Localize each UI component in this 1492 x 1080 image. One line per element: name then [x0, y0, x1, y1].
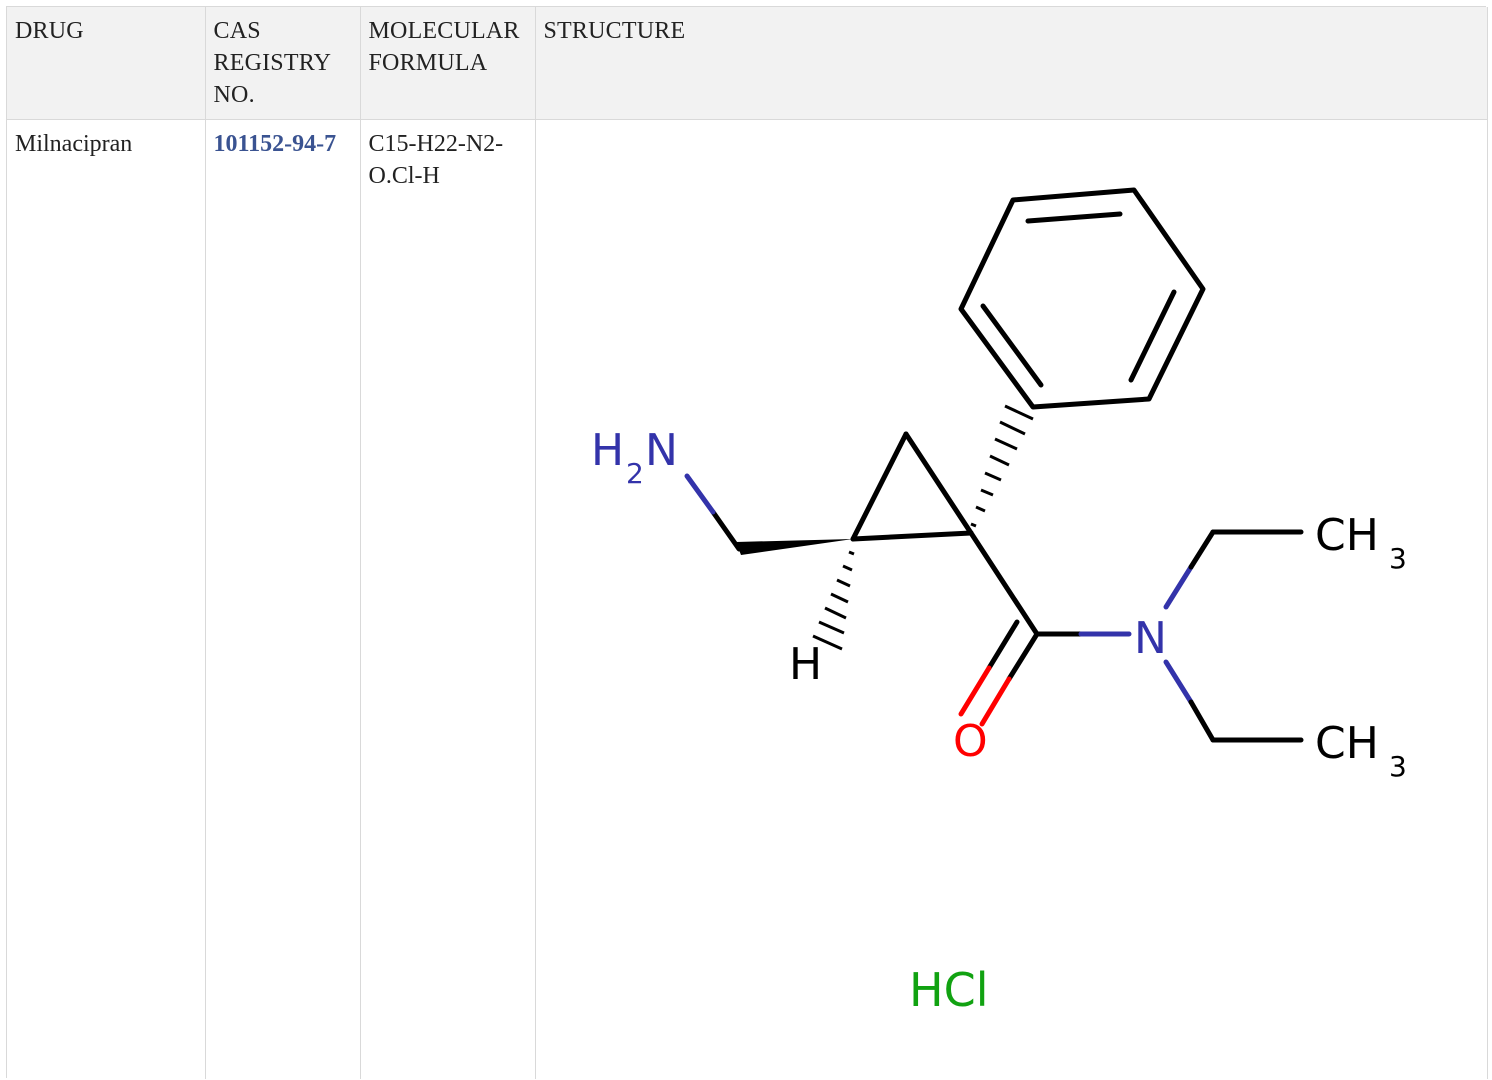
header-cas-registry-no: CAS REGISTRY NO. — [205, 7, 361, 120]
label-stereo-h: H — [789, 639, 822, 690]
formula-cell: C15-H22-N2-O.Cl-H — [360, 119, 536, 1079]
table-row: Milnacipran 101152-94-7 C15-H22-N2-O.Cl-… — [7, 119, 1488, 1079]
bond-n-ethyl-bottom-black — [1188, 699, 1215, 742]
molecular-formula: C15-H22-N2-O.Cl-H — [368, 130, 504, 189]
drug-name-cell: Milnacipran — [7, 119, 206, 1079]
hashed-wedge-phenyl — [969, 404, 1034, 527]
label-amine-n: N — [645, 425, 678, 476]
header-structure: STRUCTURE — [535, 7, 1488, 120]
bond-ch2-nh2-black — [710, 509, 741, 551]
drug-table: DRUG CAS REGISTRY NO. MOLECULAR FORMULA … — [7, 7, 1488, 1079]
label-salt-hcl: HCl — [909, 963, 989, 1017]
header-drug: DRUG — [7, 7, 206, 120]
label-methyl-bottom-sub: 3 — [1389, 750, 1407, 783]
structure-image: H 2 N H N O CH 3 CH 3 HCl — [591, 187, 1407, 1017]
phenyl-ring — [958, 187, 1205, 409]
table-header-row: DRUG CAS REGISTRY NO. MOLECULAR FORMULA … — [7, 7, 1488, 120]
cas-cell: 101152-94-7 — [205, 119, 361, 1079]
label-amine-sub: 2 — [626, 457, 644, 490]
label-amine-h: H — [591, 425, 624, 476]
bond-ch2-nh2-blue — [684, 473, 715, 514]
label-methyl-top: CH — [1315, 510, 1379, 561]
cas-number-link[interactable]: 101152-94-7 — [213, 130, 337, 157]
drug-table-container: DRUG CAS REGISTRY NO. MOLECULAR FORMULA … — [6, 6, 1488, 1079]
label-oxygen: O — [953, 716, 988, 767]
label-methyl-top-sub: 3 — [1389, 542, 1407, 575]
bond-n-ethyl-bottom-blue — [1163, 659, 1193, 704]
hashed-wedge-h — [811, 550, 855, 650]
structure-cell: H 2 N H N O CH 3 CH 3 HCl — [535, 119, 1488, 1079]
bond-c1-carbonyl — [968, 530, 1039, 636]
drug-name: Milnacipran — [15, 130, 133, 157]
carbonyl-double-bond — [958, 619, 1039, 726]
cyclopropane-ring — [850, 431, 973, 541]
bond-n-ethyl-top-blue — [1163, 564, 1193, 609]
solid-wedge-ch2 — [735, 538, 853, 555]
label-amide-n: N — [1134, 613, 1167, 664]
label-methyl-bottom: CH — [1315, 718, 1379, 769]
header-molecular-formula: MOLECULAR FORMULA — [360, 7, 536, 120]
bond-n-ethyl-top-black — [1188, 529, 1215, 569]
